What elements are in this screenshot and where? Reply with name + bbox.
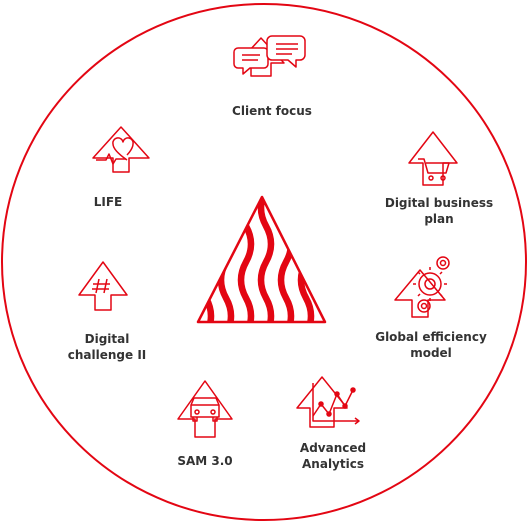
car-house-icon — [177, 380, 233, 438]
heart-house-icon — [92, 126, 150, 173]
label-advanced-analytics: Advanced Analytics — [299, 441, 367, 471]
gears-house-icon — [394, 256, 450, 318]
chart-house-icon — [296, 376, 360, 428]
label-sam: SAM 3.0 — [177, 454, 233, 468]
label-global-efficiency-model: Global efficiency model — [375, 330, 487, 360]
speech-bubbles-house-icon — [233, 35, 306, 77]
hashtag-house-icon — [78, 261, 128, 311]
center-triangle-logo — [196, 195, 327, 324]
label-digital-challenge: Digital challenge II — [67, 332, 147, 362]
label-life: LIFE — [93, 195, 123, 209]
label-client-focus: Client focus — [232, 104, 312, 118]
shopping-cart-house-icon — [408, 131, 458, 186]
label-digital-business-plan: Digital business plan — [384, 196, 494, 226]
outer-circle — [1, 3, 527, 521]
